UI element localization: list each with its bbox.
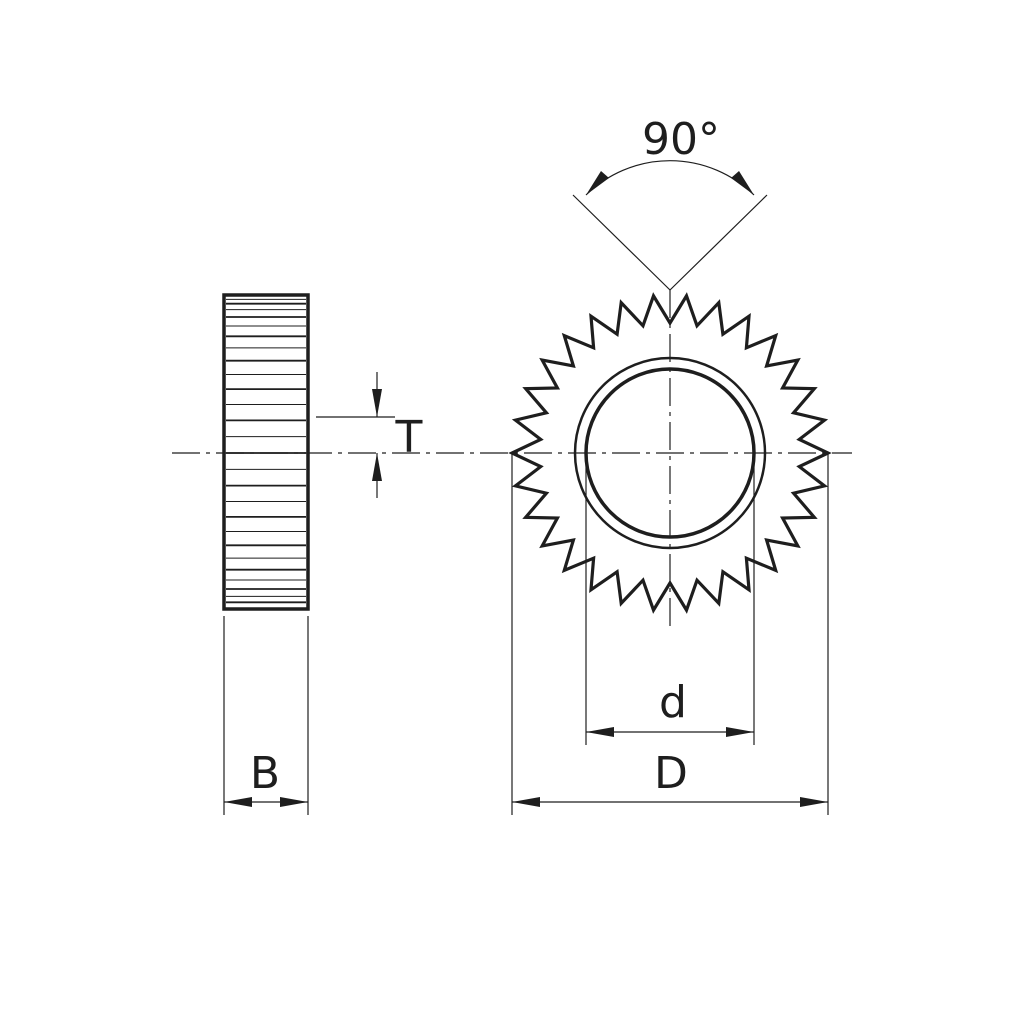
D-arrow-left (512, 797, 540, 807)
angle-arrow-right (731, 171, 754, 195)
label-t: T (395, 412, 423, 463)
bore-dimension: d (585, 453, 755, 745)
t-arrow-top (372, 389, 382, 417)
angle-dimension: 90° (572, 114, 768, 291)
angle-arc (585, 160, 755, 196)
b-arrow-left (224, 797, 252, 807)
bore-chamfer-circle (573, 356, 767, 550)
width-dimension: B (223, 616, 309, 815)
t-arrow-bottom (372, 453, 382, 481)
label-d: d (659, 677, 687, 728)
label-b: B (250, 748, 280, 799)
label-D: D (654, 748, 688, 799)
label-angle: 90° (642, 114, 720, 165)
side-view-knurl-lines (226, 298, 306, 604)
d-arrow-right (726, 727, 754, 737)
side-view (222, 293, 310, 611)
angle-arrow-left (586, 171, 609, 195)
D-arrow-right (800, 797, 828, 807)
outer-diameter-dimension: D (511, 453, 829, 815)
angle-leg-left (572, 194, 671, 291)
d-arrow-left (586, 727, 614, 737)
b-arrow-right (280, 797, 308, 807)
thickness-dimension: T (316, 372, 423, 498)
angle-leg-right (669, 194, 768, 291)
side-view-body (222, 293, 310, 611)
